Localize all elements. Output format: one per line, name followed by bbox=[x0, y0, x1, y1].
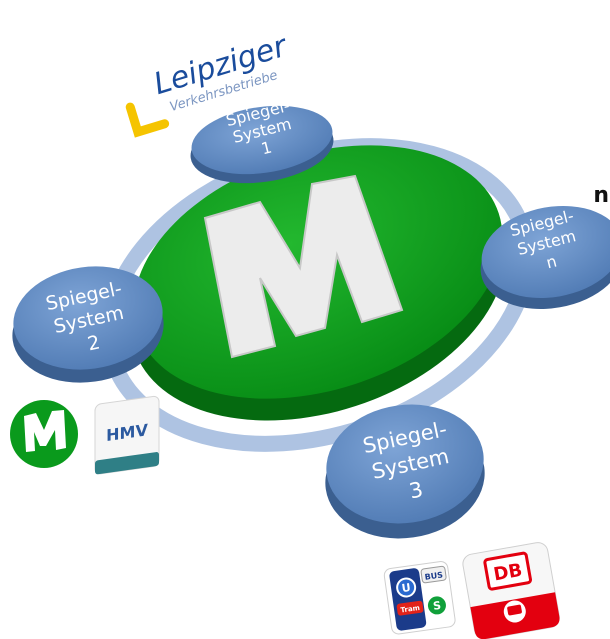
central-disc bbox=[130, 145, 506, 421]
node-label-line3: 3 bbox=[407, 477, 425, 503]
db-badge-icon: DB bbox=[462, 542, 560, 639]
transit-u: U bbox=[401, 581, 412, 595]
m-logo-icon bbox=[203, 174, 404, 359]
transit-s: S bbox=[432, 599, 442, 613]
cropped-text: n bbox=[593, 183, 609, 208]
node-label-line3: 1 bbox=[259, 138, 273, 159]
node-label-line3: n bbox=[544, 252, 558, 273]
transit-bus: BUS bbox=[424, 570, 444, 582]
node-system-2[interactable]: Spiegel- System 2 bbox=[6, 257, 171, 392]
m-badge-icon bbox=[10, 400, 78, 468]
transit-badge-icon: U BUS Tram S bbox=[383, 561, 456, 635]
node-system-3[interactable]: Spiegel- System 3 bbox=[317, 395, 492, 549]
db-text: DB bbox=[492, 560, 524, 586]
node-label-line3: 2 bbox=[86, 331, 102, 355]
hmv-badge-icon: HMV bbox=[94, 395, 160, 475]
transit-tram: Tram bbox=[400, 604, 420, 615]
node-system-n[interactable]: Spiegel- System n bbox=[473, 195, 610, 319]
